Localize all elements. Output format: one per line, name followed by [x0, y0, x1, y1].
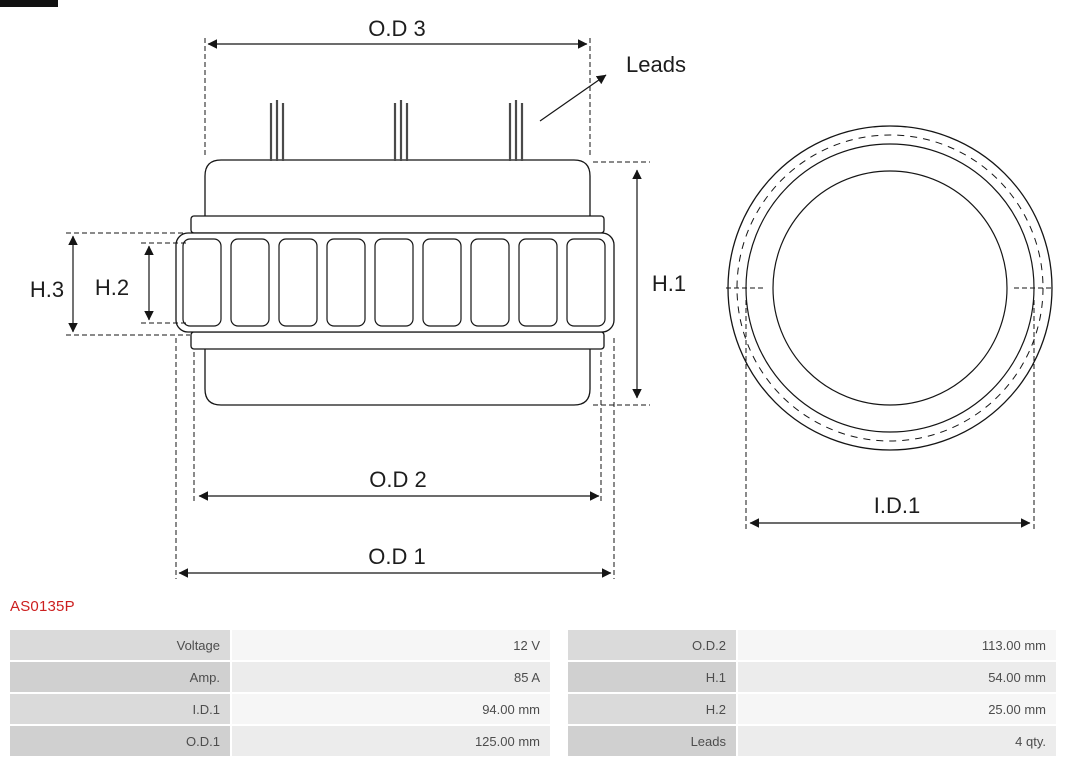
dim-label-od2: O.D 2 [369, 467, 426, 492]
table-row: Voltage 12 V O.D.2 113.00 mm [10, 630, 1056, 660]
extension-lines [66, 38, 1054, 579]
spec-value: 4 qty. [738, 726, 1056, 756]
lead-wires [269, 100, 524, 161]
stator-fins [182, 238, 606, 327]
spec-label: H.1 [568, 662, 736, 692]
spec-table: Voltage 12 V O.D.2 113.00 mm Amp. 85 A H… [8, 628, 1058, 758]
spec-value: 113.00 mm [738, 630, 1056, 660]
spec-label: Amp. [10, 662, 230, 692]
dim-label-od1: O.D 1 [368, 544, 425, 569]
spec-label: O.D.2 [568, 630, 736, 660]
dim-label-h1: H.1 [652, 271, 686, 296]
spec-value: 125.00 mm [232, 726, 550, 756]
table-row: Amp. 85 A H.1 54.00 mm [10, 662, 1056, 692]
spec-value: 25.00 mm [738, 694, 1056, 724]
spec-value: 12 V [232, 630, 550, 660]
table-gap [552, 662, 566, 692]
spec-label: Leads [568, 726, 736, 756]
stator-bottom-flange [190, 331, 605, 350]
dim-label-od3: O.D 3 [368, 16, 425, 41]
spec-value: 85 A [232, 662, 550, 692]
technical-drawing: O.D 3 Leads H.1 H.3 H.2 O.D 2 O.D 1 I.D.… [30, 16, 1054, 579]
dim-label-h2: H.2 [95, 275, 129, 300]
dim-label-id1: I.D.1 [874, 493, 920, 518]
part-number: AS0135P [10, 598, 75, 615]
table-gap [552, 694, 566, 724]
dimension-lines [68, 39, 1031, 578]
dim-label-h3: H.3 [30, 277, 64, 302]
table-gap [552, 630, 566, 660]
corner-artifact [0, 0, 58, 7]
spec-value: 54.00 mm [738, 662, 1056, 692]
spec-label: Voltage [10, 630, 230, 660]
stator-front-view [727, 125, 1053, 451]
table-row: I.D.1 94.00 mm H.2 25.00 mm [10, 694, 1056, 724]
table-gap [552, 726, 566, 756]
stator-top-body [204, 159, 591, 233]
spec-value: 94.00 mm [232, 694, 550, 724]
dim-label-leads: Leads [626, 52, 686, 77]
stator-top-flange [190, 215, 605, 234]
spec-label: H.2 [568, 694, 736, 724]
stator-bottom-body [204, 332, 591, 406]
table-row: O.D.1 125.00 mm Leads 4 qty. [10, 726, 1056, 756]
spec-label: I.D.1 [10, 694, 230, 724]
spec-label: O.D.1 [10, 726, 230, 756]
